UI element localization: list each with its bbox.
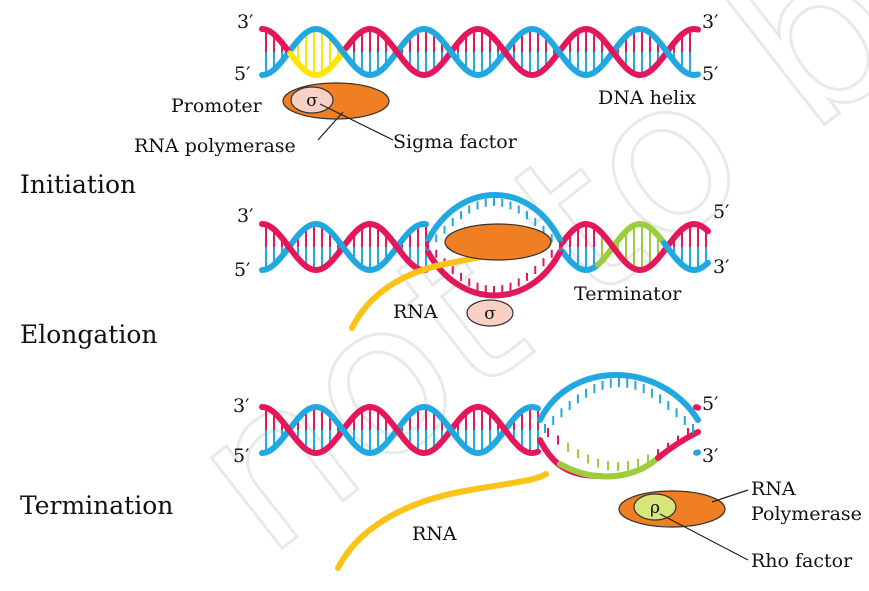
helix-initiation — [259, 26, 701, 78]
h3-strand-b-segment-5 — [527, 404, 541, 412]
polymerase-label-line1: RNA — [751, 478, 796, 500]
sigma-factor-label: Sigma factor — [393, 131, 518, 153]
polymerase-label-line2: Polymerase — [751, 503, 862, 525]
h2-strand-b-segment-7 — [635, 221, 667, 246]
helix-elongation-front-strand — [259, 221, 711, 273]
helix-initiation-front-strand — [259, 26, 701, 78]
helix-termination-front-strand — [259, 404, 701, 456]
h1-strand-b-segment-3 — [419, 26, 479, 78]
helix-elongation — [259, 192, 711, 299]
released-rna-strand — [335, 471, 549, 571]
h2-strand-b-segment-8 — [661, 240, 695, 273]
rho-factor-label: Rho factor — [751, 550, 853, 572]
sigma-symbol: σ — [306, 91, 318, 111]
h2-right-bottom-end: 3′ — [713, 256, 729, 278]
termination-title: Termination — [20, 491, 173, 520]
released-rna-polymerase: ρ — [618, 489, 749, 561]
h3-right-bottom-end: 3′ — [702, 445, 718, 467]
h2-strand-a-segment-6 — [635, 221, 695, 273]
h1-right-bottom-end: 5′ — [702, 63, 718, 85]
rho-factor-subunit — [633, 493, 677, 521]
h2-left-top-end: 3′ — [237, 205, 253, 227]
h1-strand-b-segment-7 — [635, 26, 695, 78]
h3-strand-b-segment-4 — [473, 404, 533, 456]
h3-strand-b-segment-2 — [365, 404, 425, 456]
h3-strand-a-segment-1 — [311, 404, 371, 456]
h2-strand-a-segment-5 — [581, 221, 641, 273]
h1-strand-a-segment-8 — [581, 26, 641, 78]
h1-strand-b-segment-6 — [581, 26, 641, 78]
h3-strand-b-segment-1 — [311, 404, 371, 456]
h1-strand-a-segment-6 — [473, 26, 533, 78]
h1-strand-a-segment-4 — [365, 26, 425, 78]
h2-strand-a-segment-1 — [311, 221, 371, 273]
released-sigma-factor — [466, 299, 514, 327]
helix-termination-back-strand — [259, 404, 701, 456]
h2-strand-a-segment-7 — [689, 221, 711, 235]
rna-label-elongation: RNA — [393, 301, 438, 323]
open-template-strand-terminator — [557, 453, 663, 480]
h3-left-bottom-end: 5′ — [233, 445, 249, 467]
h1-strand-a-segment-10 — [689, 26, 701, 33]
open-coding-strand — [537, 372, 701, 423]
h1-strand-b-segment-4 — [473, 26, 533, 78]
h2-strand-b-segment-2 — [365, 221, 425, 273]
bubble-coding-strand — [425, 192, 563, 243]
h2-strand-a-segment-4 — [559, 221, 587, 246]
h1-right-top-end: 3′ — [702, 11, 718, 33]
h1-left-top-end: 3′ — [237, 11, 253, 33]
promoter-label: Promoter — [171, 95, 263, 117]
h1-strand-b-segment-1 — [311, 26, 371, 78]
rna-polymerase-holoenzyme: σ — [282, 82, 394, 141]
h1-strand-a-segment-9 — [635, 26, 695, 78]
h3-strand-a-segment-3 — [419, 404, 479, 456]
h1-strand-a-segment-3 — [343, 26, 371, 51]
helix-termination — [259, 372, 701, 480]
h2-left-bottom-end: 5′ — [234, 259, 250, 281]
initiation-title: Initiation — [20, 170, 136, 199]
h3-strand-b-segment-3 — [419, 404, 479, 456]
h3-strand-a-segment-4 — [473, 404, 533, 456]
elongation-title: Elongation — [20, 320, 158, 349]
open-template-strand-end — [655, 429, 701, 461]
h2-right-top-end: 5′ — [713, 201, 729, 223]
helix-termination-open-bubble — [537, 372, 701, 480]
helix-termination-base-pairs — [265, 409, 539, 451]
released-sigma-symbol: σ — [484, 304, 496, 324]
h1-left-bottom-end: 5′ — [234, 63, 250, 85]
h1-strand-a-segment-5 — [419, 26, 479, 78]
h3-strand-a-segment-0 — [259, 404, 317, 456]
sigma-factor-leader — [319, 103, 394, 141]
h1-strand-a-segment-7 — [527, 26, 587, 78]
rna-polymerase-leader — [317, 111, 344, 141]
h2-strand-b-segment-1 — [311, 221, 371, 273]
rna-polymerase-elongating — [444, 223, 552, 261]
h2-strand-a-segment-0 — [259, 221, 317, 273]
h1-strand-a-segment-0 — [259, 26, 293, 57]
h1-strand-b-segment-5 — [527, 26, 587, 78]
rho-factor-leader — [659, 513, 749, 561]
h3-strand-a-segment-2 — [365, 404, 425, 456]
h3-right-top-end: 5′ — [702, 393, 718, 415]
rna-label-termination: RNA — [412, 523, 457, 545]
rna-polymerase-label: RNA polymerase — [134, 135, 296, 157]
sigma-factor-subunit — [290, 86, 334, 114]
h1-strand-a-segment-1 — [287, 50, 317, 78]
h2-strand-a-segment-2 — [365, 221, 425, 273]
rho-symbol: ρ — [650, 498, 660, 518]
helix-elongation-base-pairs — [265, 226, 707, 268]
h3-left-top-end: 3′ — [233, 395, 249, 417]
h1-strand-b-segment-2 — [365, 26, 425, 78]
h2-strand-b-segment-6 — [595, 221, 641, 268]
dna-helix-label: DNA helix — [598, 87, 696, 109]
bubble-template-strand — [425, 249, 563, 299]
polymerase-leader — [711, 489, 749, 503]
h2-strand-b-segment-4 — [559, 248, 587, 273]
terminator-label: Terminator — [574, 283, 682, 305]
h1-strand-a-segment-2 — [311, 45, 349, 78]
